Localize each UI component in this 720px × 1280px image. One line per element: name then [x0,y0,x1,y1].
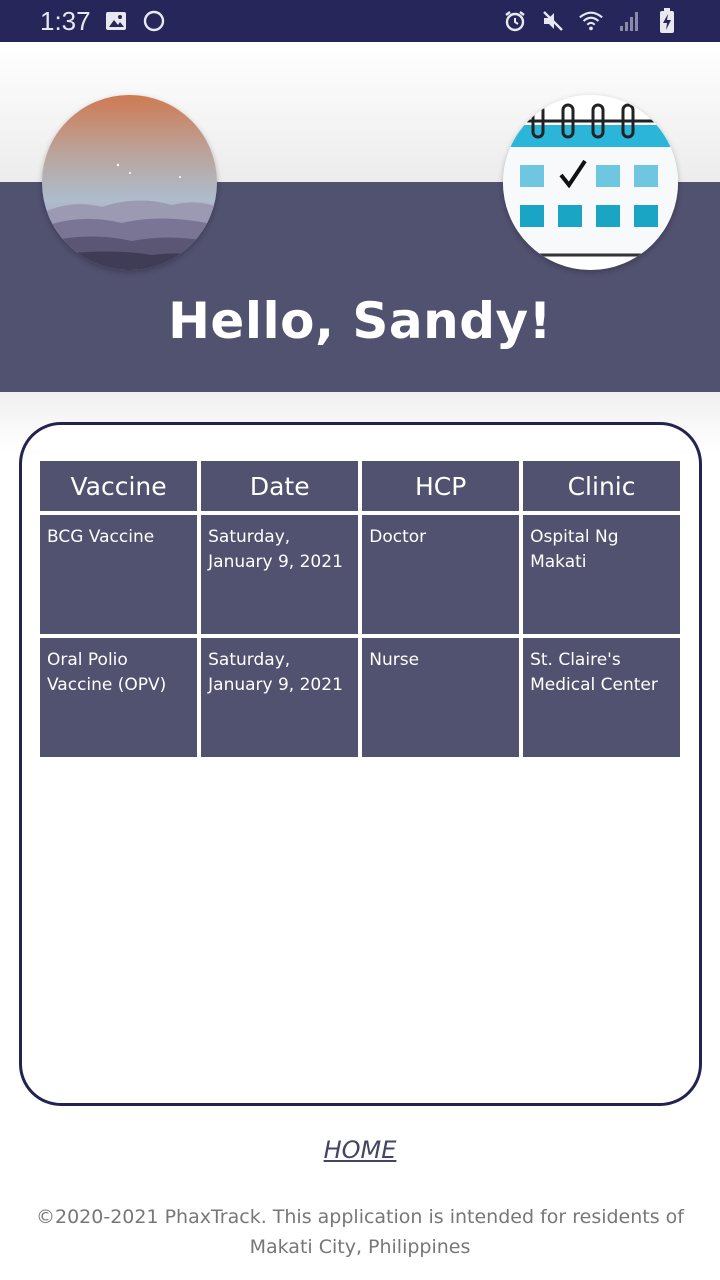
image-icon [103,8,129,34]
mute-icon [540,8,566,34]
greeting-title: Hello, Sandy! [168,292,552,350]
column-header-vaccine: Vaccine [40,461,198,511]
table-row: Oral Polio Vaccine (OPV) Saturday, Janua… [40,638,680,757]
table-header-row: Vaccine Date HCP Clinic [40,461,680,511]
cell-hcp: Doctor [362,515,520,634]
calendar-icon[interactable] [503,95,678,270]
cell-clinic: St. Claire's Medical Center [523,638,680,757]
vaccination-table: Vaccine Date HCP Clinic BCG Vaccine Satu… [36,457,684,761]
cell-vaccine: BCG Vaccine [40,515,198,634]
status-right [502,8,680,34]
footer-copyright: ©2020-2021 PhaxTrack. This application i… [36,1206,684,1258]
column-header-hcp: HCP [362,461,520,511]
home-link[interactable]: HOME [323,1136,397,1164]
column-header-clinic: Clinic [523,461,680,511]
cell-date: Saturday, January 9, 2021 [201,638,359,757]
circle-icon [141,8,167,34]
cell-date: Saturday, January 9, 2021 [201,515,359,634]
signal-icon [616,8,642,34]
cell-clinic: Ospital Ng Makati [523,515,680,634]
cell-vaccine: Oral Polio Vaccine (OPV) [40,638,198,757]
battery-charging-icon [654,8,680,34]
table-row: BCG Vaccine Saturday, January 9, 2021 Do… [40,515,680,634]
status-time: 1:37 [40,5,91,36]
cell-hcp: Nurse [362,638,520,757]
landscape-image [42,95,217,270]
profile-avatar[interactable] [42,95,217,270]
alarm-icon [502,8,528,34]
status-bar: 1:37 [0,0,720,42]
column-header-date: Date [201,461,359,511]
wifi-icon [578,8,604,34]
status-left: 1:37 [40,6,167,37]
